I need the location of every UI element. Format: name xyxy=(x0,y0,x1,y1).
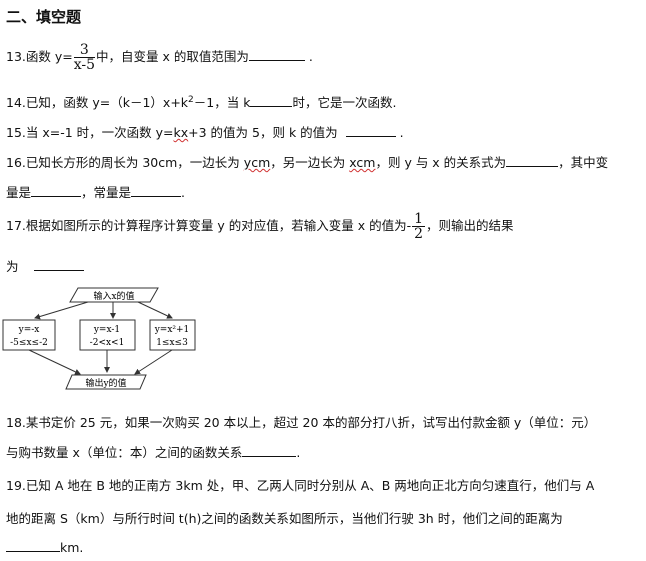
question-17-cont: 为 xyxy=(6,256,85,275)
answer-blank[interactable] xyxy=(242,444,297,457)
box2-range: -2<x<1 xyxy=(90,338,125,348)
answer-blank[interactable] xyxy=(345,124,396,137)
branch-box-1 xyxy=(2,319,56,351)
answer-blank[interactable] xyxy=(248,48,305,61)
output-label: 输出y的值 xyxy=(85,377,126,389)
question-16-cont: 量是，常量是. xyxy=(6,184,186,200)
box1-formula: y=-x xyxy=(18,325,40,335)
answer-blank[interactable] xyxy=(506,154,559,167)
box3-formula: y=x²+1 xyxy=(154,325,190,335)
box3-range: 1≤x≤3 xyxy=(156,338,188,348)
branch-box-2 xyxy=(79,319,136,351)
output-node xyxy=(65,374,147,390)
answer-blank[interactable] xyxy=(34,258,85,271)
flowchart: 输入x的值 y=-x -5≤x≤-2 y=x-1 -2<x<1 y=x²+1 1… xyxy=(2,287,196,390)
question-19-cont: 地的距离 S（km）与所行时间 t(h)之间的函数关系如图所示，当他们行驶 3h… xyxy=(6,511,563,526)
question-18-cont: 与购书数量 x（单位：本）之间的函数关系. xyxy=(6,444,301,460)
box1-range: -5≤x≤-2 xyxy=(10,338,48,348)
box2-formula: y=x-1 xyxy=(93,325,120,335)
input-node xyxy=(69,287,159,303)
question-15: 15.当 x=-1 时，一次函数 y=kx+3 的值为 5，则 k 的值为 . xyxy=(6,124,404,140)
answer-blank[interactable] xyxy=(250,94,293,107)
input-label: 输入x的值 xyxy=(93,290,134,302)
question-19-cont2: km. xyxy=(6,539,83,555)
answer-blank[interactable] xyxy=(31,184,82,197)
question-16: 16.已知长方形的周长为 30cm，一边长为 ycm，另一边长为 xcm，则 y… xyxy=(6,154,609,170)
branch-box-3 xyxy=(149,319,196,351)
question-18: 18.某书定价 25 元，如果一次购买 20 本以上，超过 20 本的部分打八折… xyxy=(6,415,597,430)
section-title: 二、填空题 xyxy=(6,8,82,26)
answer-blank[interactable] xyxy=(131,184,182,197)
answer-blank[interactable] xyxy=(6,539,60,552)
question-19: 19.已知 A 地在 B 地的正南方 3km 处，甲、乙两人同时分别从 A、B … xyxy=(6,478,595,493)
